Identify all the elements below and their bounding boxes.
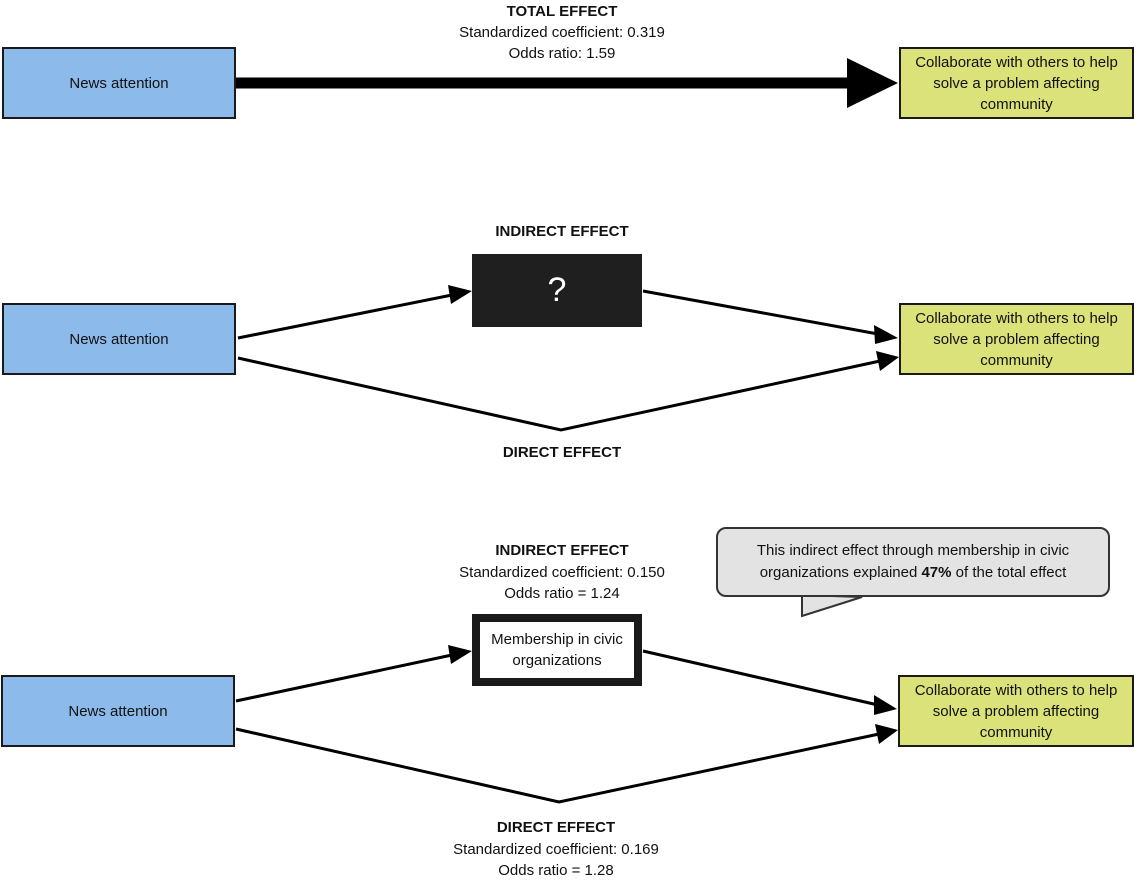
news-attention-node-2: News attention <box>2 303 236 375</box>
direct-effect-coefficient: Standardized coefficient: 0.169 <box>453 841 659 858</box>
direct-effect-arrow-3 <box>235 724 898 804</box>
indirect-path-b-arrow-2 <box>642 289 898 344</box>
node-label: News attention <box>68 702 168 720</box>
indirect-effect-coefficient: Standardized coefficient: 0.150 <box>459 564 665 581</box>
callout-bubble: This indirect effect through membership … <box>716 527 1110 597</box>
total-effect-arrow <box>236 58 898 108</box>
news-attention-node-1: News attention <box>2 47 236 119</box>
membership-civic-organizations-node: Membership in civic organizations <box>472 614 642 686</box>
question-mark: ? <box>547 271 567 309</box>
indirect-path-b-arrow-3 <box>642 649 897 715</box>
callout-percent: 47% <box>921 564 952 581</box>
total-effect-coefficient: Standardized coefficient: 0.319 <box>459 24 665 41</box>
direct-effect-title-2: DIRECT EFFECT <box>502 444 622 461</box>
collaborate-node-3: Collaborate with others to help solve a … <box>898 675 1134 747</box>
total-effect-odds-ratio: Odds ratio: 1.59 <box>508 45 616 62</box>
callout-text: This indirect effect through membership … <box>738 540 1088 584</box>
callout-text-before: This indirect effect through membership … <box>756 542 1070 581</box>
node-label: Membership in civic organizations <box>491 631 623 669</box>
callout-text-after: of the total effect <box>951 564 1067 581</box>
direct-effect-arrow-2 <box>237 351 899 432</box>
node-label: Collaborate with others to help solve a … <box>915 309 1118 369</box>
node-label: Collaborate with others to help solve a … <box>915 53 1118 113</box>
total-effect-title: TOTAL EFFECT <box>506 3 618 20</box>
indirect-effect-title-2: INDIRECT EFFECT <box>495 223 629 240</box>
indirect-path-a-arrow-2 <box>237 285 472 340</box>
direct-effect-title-3: DIRECT EFFECT <box>496 819 616 836</box>
indirect-effect-odds-ratio: Odds ratio = 1.24 <box>504 585 620 602</box>
unknown-mediator-node: ? <box>472 254 642 327</box>
direct-effect-odds-ratio: Odds ratio = 1.28 <box>498 862 614 879</box>
node-label: Collaborate with others to help solve a … <box>914 681 1118 741</box>
indirect-effect-title-3: INDIRECT EFFECT <box>495 542 629 559</box>
indirect-path-a-arrow-3 <box>235 645 472 703</box>
collaborate-node-1: Collaborate with others to help solve a … <box>899 47 1134 119</box>
node-label: News attention <box>69 330 169 348</box>
node-label: News attention <box>69 74 169 92</box>
callout-tail <box>801 593 863 618</box>
news-attention-node-3: News attention <box>1 675 235 747</box>
collaborate-node-2: Collaborate with others to help solve a … <box>899 303 1134 375</box>
